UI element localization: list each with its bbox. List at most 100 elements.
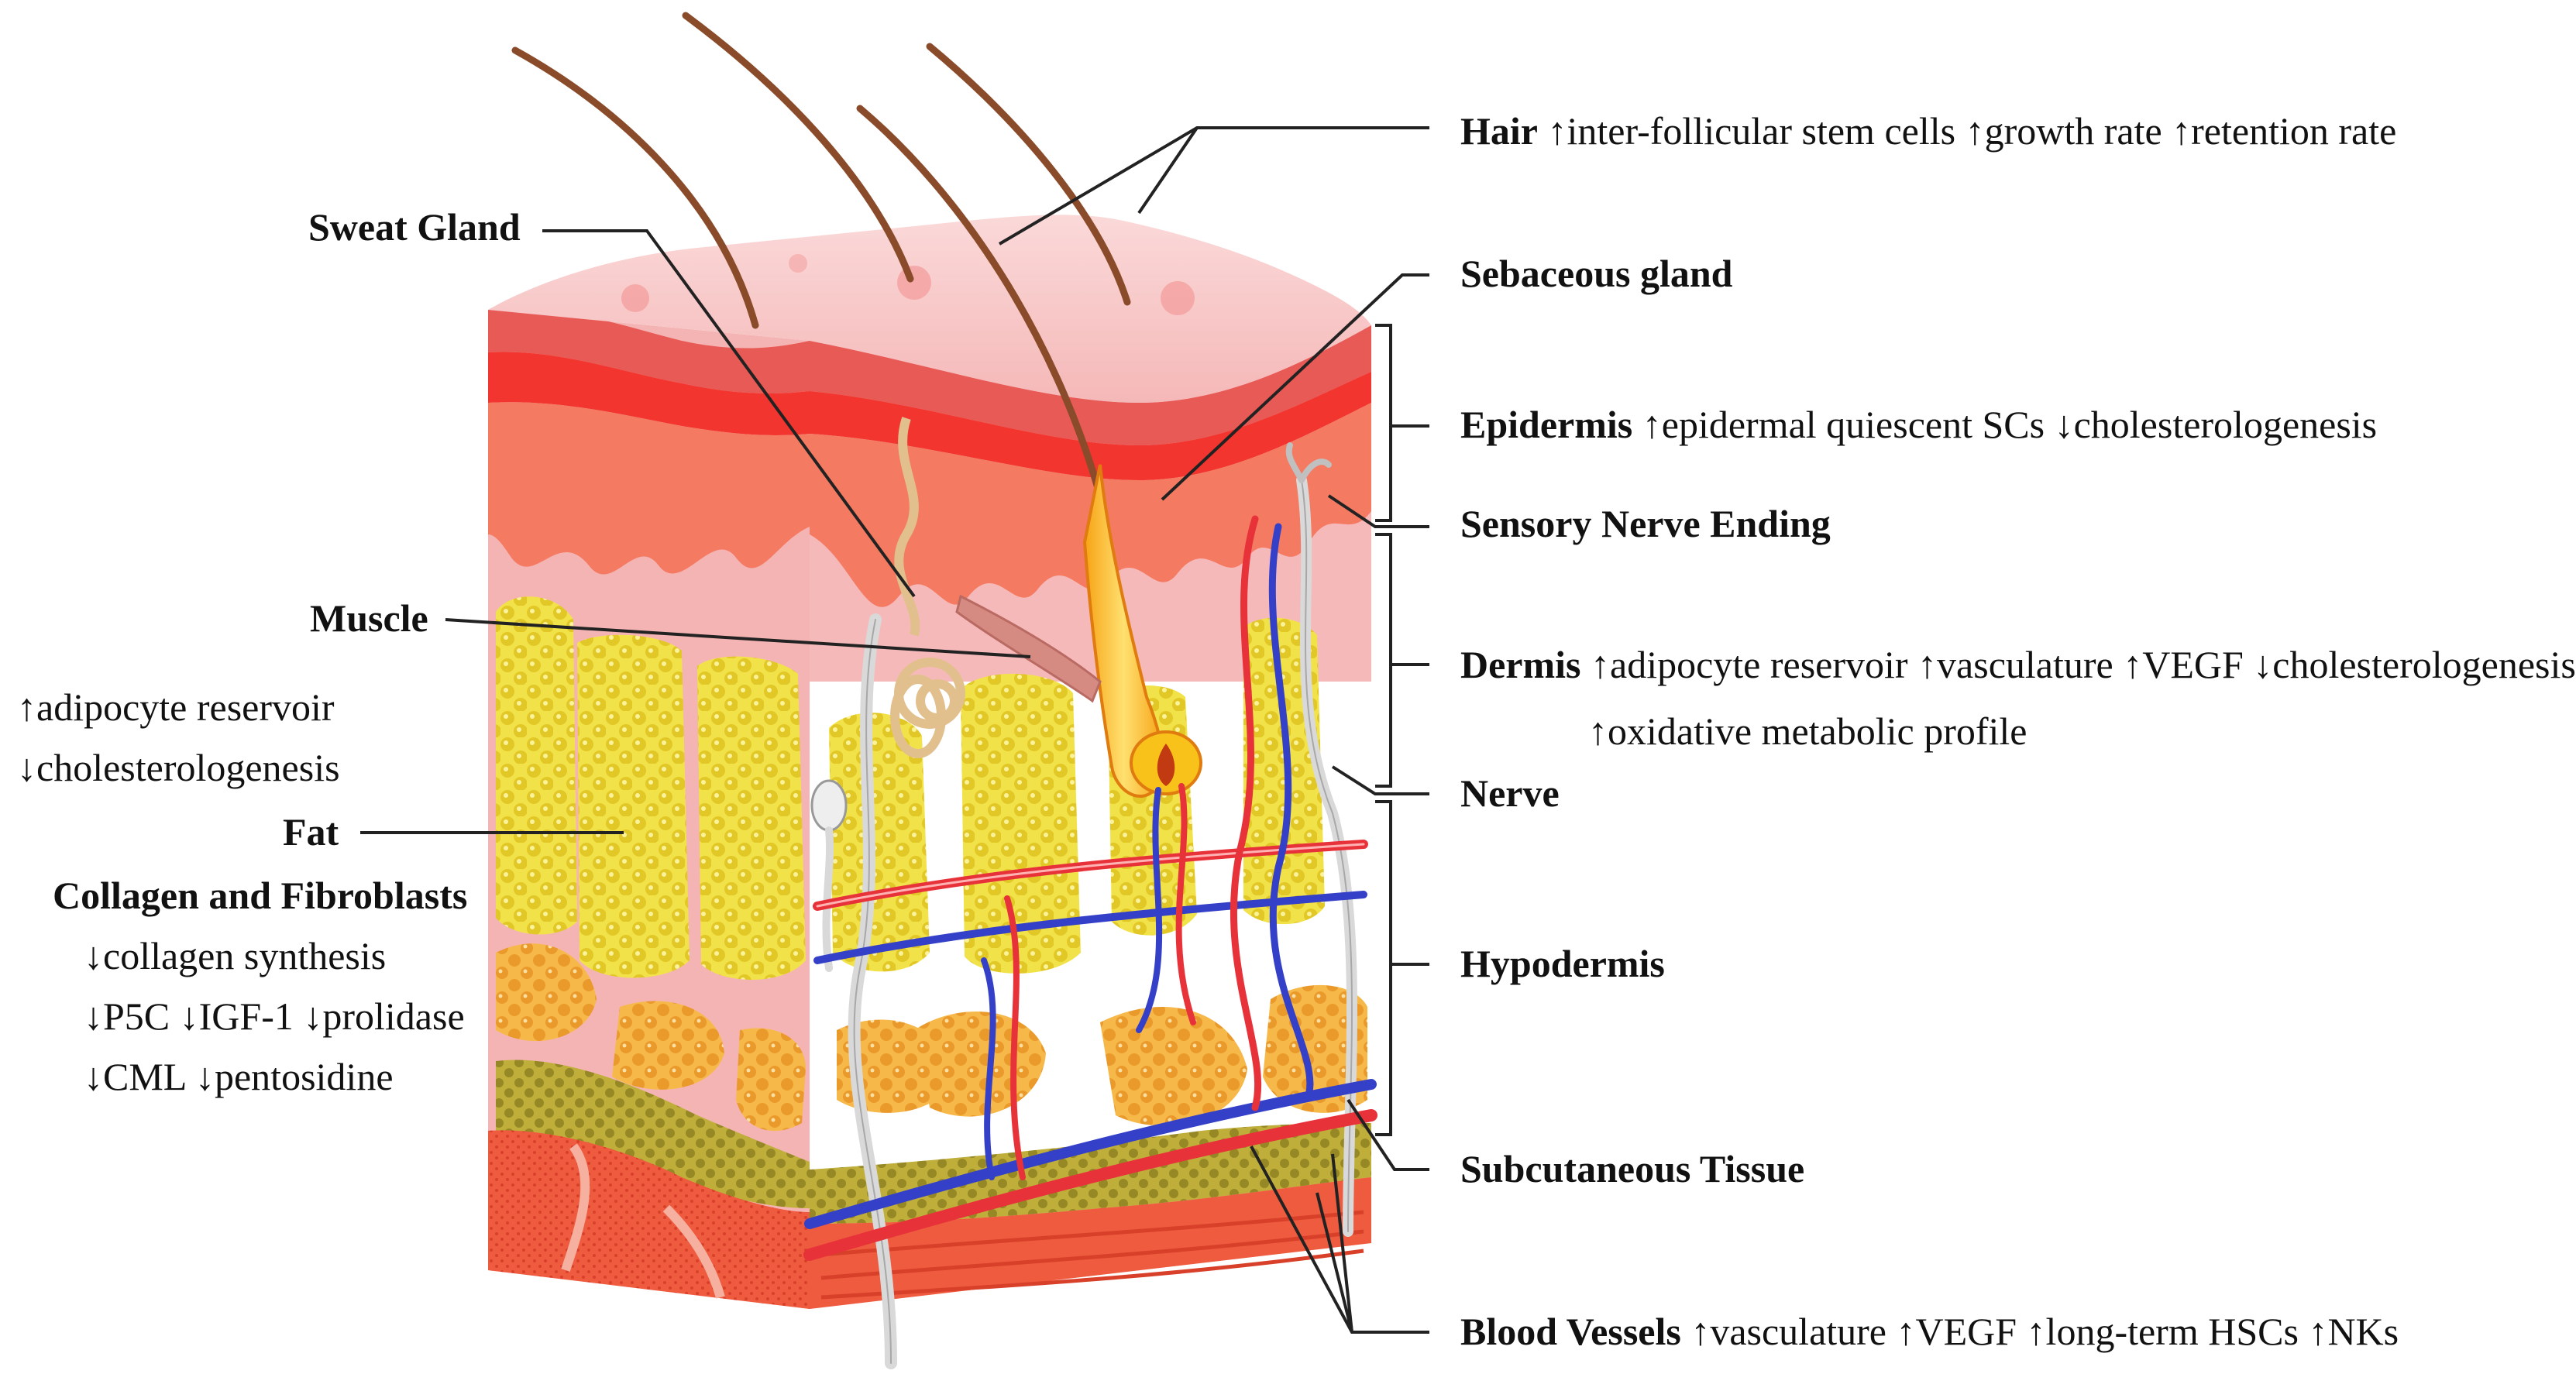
pore-3	[1161, 281, 1195, 315]
blood-vessels-title: Blood Vessels	[1460, 1310, 1681, 1353]
pore-4	[789, 254, 807, 273]
nerve-leader	[1331, 765, 1429, 795]
hypodermis-bracket	[1375, 800, 1429, 1136]
left-epidermis-lower-band	[488, 402, 810, 575]
left-face	[488, 308, 810, 1309]
orange-fat-left-2	[612, 1001, 724, 1090]
sweat-gland-leader	[542, 229, 916, 598]
artery-vertical-2	[1004, 895, 1026, 1180]
pore-2	[897, 266, 931, 300]
sweat-gland	[890, 417, 965, 758]
artery-horizontal-1-core	[816, 843, 1365, 908]
nerve-label: Nerve	[1460, 769, 1560, 817]
fat-column-1	[496, 596, 577, 935]
blood-vessels-note: ↑vasculature ↑VEGF ↑long-term HSCs ↑NKs	[1690, 1310, 2399, 1353]
vein-vertical-1	[1268, 523, 1314, 1096]
hair-leader	[998, 126, 1429, 246]
blood-vessels	[803, 515, 1377, 1261]
hairs	[511, 12, 1131, 500]
blood-vessels-leader	[1250, 1146, 1429, 1334]
vein-horizontal-2	[804, 1079, 1377, 1229]
sebaceous-gland-title: Sebaceous gland	[1460, 252, 1733, 295]
muscle-leader	[445, 618, 1031, 658]
collagen-note-2: ↓P5C ↓IGF-1 ↓prolidase	[84, 994, 465, 1038]
fat-column-7	[1243, 617, 1325, 925]
orange-fat-right-3	[1100, 1007, 1247, 1126]
collagen-note-3: ↓CML ↓pentosidine	[84, 1055, 394, 1098]
orange-fat-left-3	[736, 1028, 806, 1131]
olive-fat-left	[496, 1060, 810, 1208]
hair-shaft-1	[511, 46, 759, 329]
artery-follicle	[1175, 783, 1196, 1025]
dermis-note-2: ↑oxidative metabolic profile	[1588, 709, 2027, 753]
muscle-title: Muscle	[310, 596, 428, 640]
hair-note: ↑inter-follicular stem cells ↑growth rat…	[1547, 109, 2397, 153]
sensory-nerve-ending-title: Sensory Nerve Ending	[1460, 502, 1831, 545]
right-epidermis-lower-band	[810, 403, 1371, 607]
fat-title: Fat	[283, 810, 339, 854]
muscle-label: Muscle	[310, 594, 428, 642]
epidermis-label: Epidermis ↑epidermal quiescent SCs ↓chol…	[1460, 400, 2377, 448]
sebaceous-leader	[1161, 273, 1429, 501]
arrector-pili-muscle	[955, 594, 1102, 703]
pacinian-corpuscle	[810, 779, 848, 832]
fat-note-2: ↓cholesterologenesis	[17, 746, 340, 789]
epidermis-bracket	[1375, 324, 1429, 522]
nerve-title: Nerve	[1460, 771, 1560, 815]
vein-follicle	[1136, 787, 1163, 1033]
nerve-right-outline	[1301, 479, 1353, 1232]
collagen-note-1: ↓collagen synthesis	[84, 934, 387, 977]
subcutaneous-tissue-title: Subcutaneous Tissue	[1460, 1147, 1805, 1190]
dermis-label: Dermis ↑adipocyte reservoir ↑vasculature…	[1460, 641, 2576, 689]
hair-label: Hair ↑inter-follicular stem cells ↑growt…	[1460, 107, 2396, 155]
dermis-note-line-2: ↑oxidative metabolic profile	[1588, 707, 2027, 755]
fat-column-3	[697, 656, 806, 980]
muscle-separator-left-2	[662, 1204, 725, 1299]
pacinian-stalk	[822, 826, 834, 972]
muscle-striations-right	[820, 1210, 1364, 1300]
dermis-bracket	[1375, 533, 1429, 788]
muscle-separator-left	[561, 1143, 590, 1272]
hair-shaft-4	[856, 105, 1104, 500]
sebaceous-gland-label: Sebaceous gland	[1460, 249, 1732, 297]
sensory-nerve-ending-label: Sensory Nerve Ending	[1460, 500, 1831, 548]
muscle-right	[810, 1177, 1371, 1309]
sweat-coil-3	[890, 675, 946, 758]
artery-vertical-1	[1230, 515, 1262, 1111]
fat-label: Fat	[283, 808, 339, 856]
subcutaneous-leader	[1346, 1098, 1429, 1171]
nerves	[810, 442, 1357, 1369]
dermis-note: ↑adipocyte reservoir ↑vasculature ↑VEGF …	[1591, 643, 2576, 686]
leader-lines	[360, 126, 1429, 1334]
hypodermis-title: Hypodermis	[1460, 942, 1665, 985]
sensory-nerve-leader	[1327, 494, 1429, 528]
hair-shaft-3	[926, 43, 1131, 306]
dermis-title: Dermis	[1460, 643, 1581, 686]
nerve-left-outline	[853, 619, 892, 1364]
hair-shaft-2	[682, 12, 914, 283]
artery-horizontal-2	[803, 1109, 1377, 1261]
blood-vessels-label: Blood Vessels ↑vasculature ↑VEGF ↑long-t…	[1460, 1307, 2399, 1355]
fat-column-2	[577, 634, 690, 978]
hair-title: Hair	[1460, 109, 1538, 153]
epidermis-note: ↑epidermal quiescent SCs ↓cholesterologe…	[1642, 403, 2378, 446]
sweat-gland-title: Sweat Gland	[308, 205, 521, 249]
sweat-duct	[894, 417, 920, 637]
collagen-label: Collagen and Fibroblasts	[53, 871, 467, 919]
fat-column-5	[961, 673, 1081, 974]
sensory-nerve-ending	[1285, 442, 1332, 483]
left-epidermis-top-band	[488, 308, 810, 393]
vein-horizontal-1	[813, 891, 1367, 964]
hypodermis-label: Hypodermis	[1460, 939, 1665, 988]
fat-column-4	[829, 713, 930, 972]
collagen-title: Collagen and Fibroblasts	[53, 874, 468, 917]
top-face-epidermis	[488, 215, 1371, 403]
sweat-gland-label: Sweat Gland	[308, 203, 521, 251]
right-epidermis-red-band	[810, 372, 1371, 480]
fat-note-1: ↑adipocyte reservoir	[17, 685, 335, 729]
orange-fat-left-1	[496, 943, 597, 1042]
subcutaneous-tissue-label: Subcutaneous Tissue	[1460, 1145, 1804, 1193]
hair-papilla	[1157, 744, 1175, 786]
